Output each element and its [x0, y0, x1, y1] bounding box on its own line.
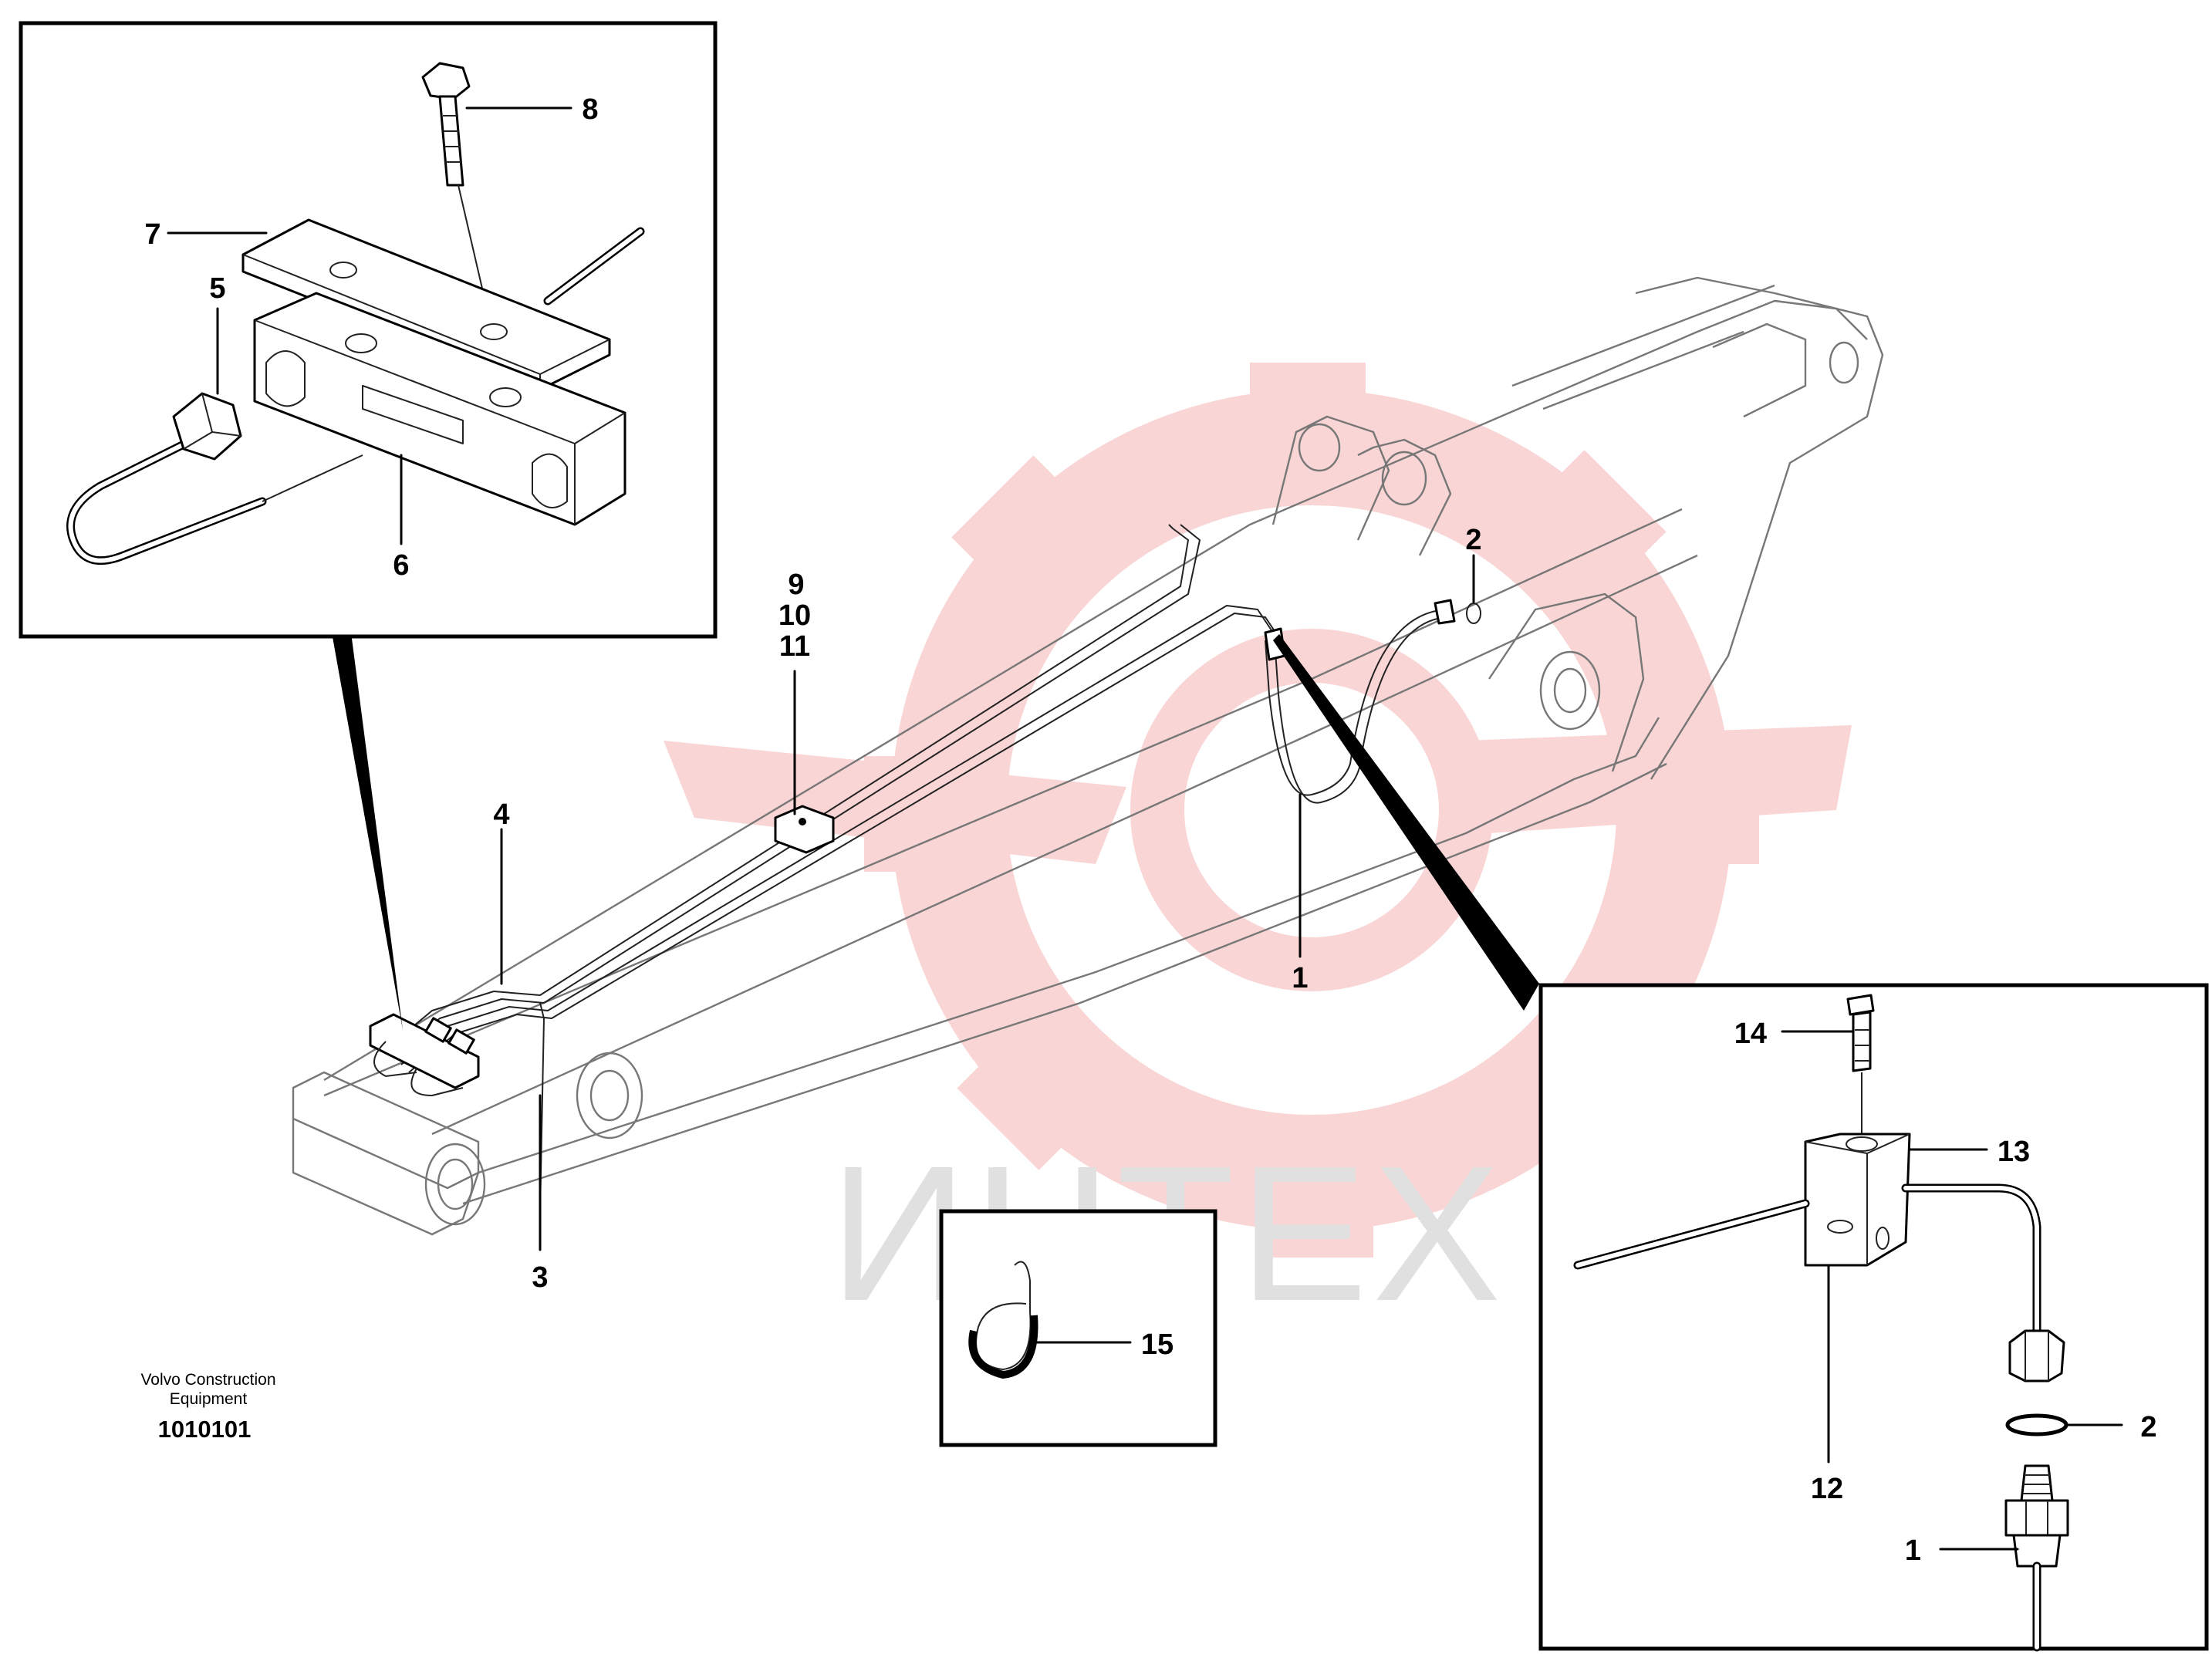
- manufacturer-caption: Volvo Construction Equipment 1010101: [140, 1371, 275, 1443]
- callout-3: 3: [532, 1261, 548, 1294]
- main-callout-leaders: [500, 554, 1475, 1251]
- callout-2-detail: 2: [2140, 1411, 2156, 1443]
- callout-15: 15: [1141, 1328, 1174, 1361]
- boom-outline: [292, 276, 1884, 1236]
- callout-labels: 1 2 3 4 5 6 7 8 9 10 11 12 13 14 15 2 1: [144, 93, 2156, 1567]
- caption-line-1: Volvo Construction: [140, 1371, 275, 1389]
- detail-pointer-left: [332, 633, 403, 1030]
- hydraulic-pipe-assembly: [369, 524, 1481, 1212]
- callout-13: 13: [1998, 1136, 2030, 1168]
- caption-line-2: Equipment: [170, 1390, 248, 1408]
- callout-1-detail: 1: [1905, 1534, 1921, 1567]
- callout-8: 8: [582, 93, 598, 126]
- callout-9: 9: [788, 569, 804, 601]
- callout-14: 14: [1734, 1018, 1767, 1050]
- detail-view-fitting: [1538, 983, 2209, 1652]
- detail-view-clamp: [19, 21, 718, 639]
- callout-12: 12: [1811, 1473, 1843, 1505]
- callout-11: 11: [779, 630, 810, 663]
- callout-4: 4: [493, 798, 509, 831]
- callout-7: 7: [144, 218, 160, 251]
- callout-5: 5: [209, 272, 225, 305]
- callout-10: 10: [778, 599, 811, 632]
- drawing-code: 1010101: [158, 1416, 252, 1443]
- detail-view-cable-tie: [939, 1209, 1217, 1447]
- detail-pointer-right: [1273, 634, 1539, 1011]
- callout-1-main: 1: [1292, 962, 1308, 994]
- callout-2-main: 2: [1465, 524, 1481, 556]
- callout-6: 6: [393, 549, 409, 582]
